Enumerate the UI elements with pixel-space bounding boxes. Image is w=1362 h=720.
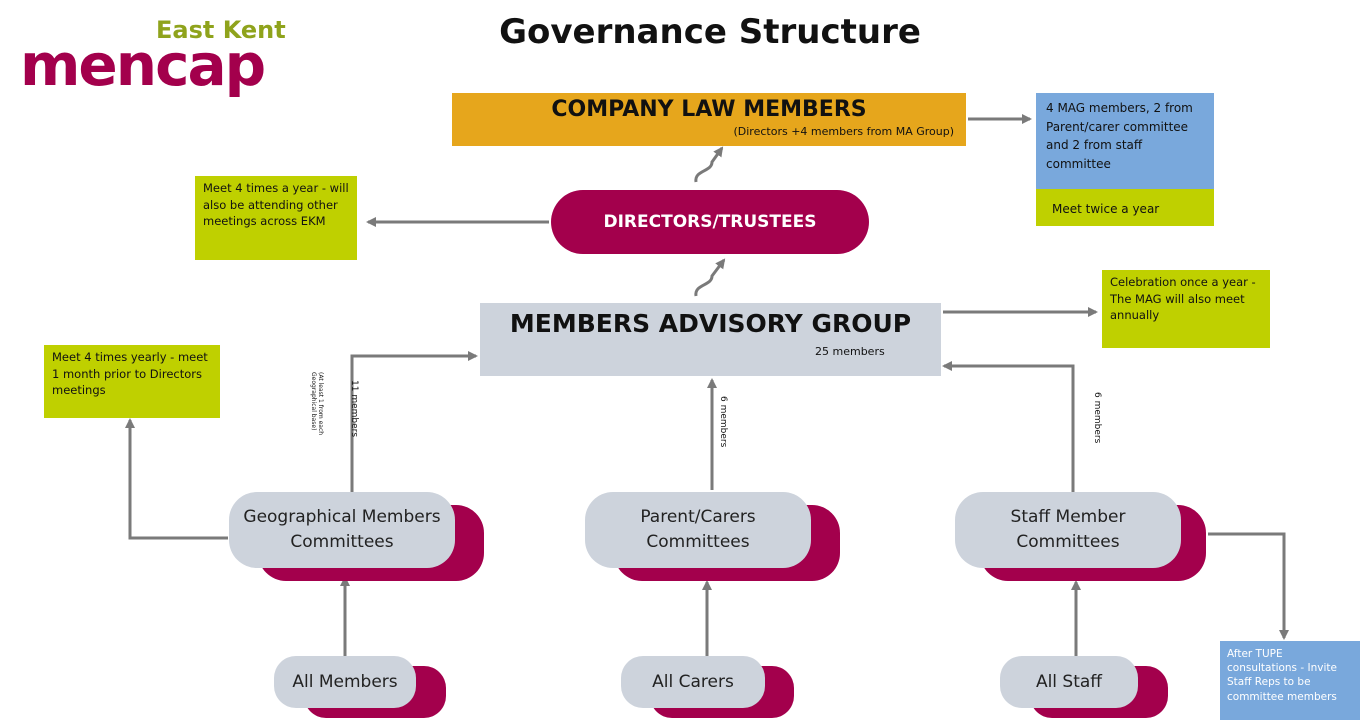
mag-composition-note: 4 MAG members, 2 from Parent/carer commi… (1036, 93, 1214, 189)
all-carers-pill: All Carers (621, 656, 765, 708)
squiggle-mag-to-directors (694, 258, 726, 297)
logo-brand: mencap (20, 31, 266, 99)
company-meet-note: Meet twice a year (1036, 189, 1214, 226)
parents-committee-pill: Parent/Carers Committees (585, 492, 811, 568)
staff-committee-pill: Staff Member Committees (955, 492, 1181, 568)
directors-trustees-pill: DIRECTORS/TRUSTEES (551, 190, 869, 254)
company-law-members-box: COMPANY LAW MEMBERS (Directors +4 member… (452, 93, 966, 146)
company-title: COMPANY LAW MEMBERS (551, 97, 867, 122)
geo-committee-pill: Geographical Members Committees (229, 492, 455, 568)
parents-count-label: 6 members (718, 396, 728, 448)
squiggle-directors-to-company (694, 146, 724, 183)
company-subtitle: (Directors +4 members from MA Group) (733, 125, 954, 138)
arrow-geo-to-note (125, 418, 228, 540)
all-members-pill: All Members (274, 656, 416, 708)
mag-count: 25 members (815, 345, 885, 358)
all-staff-pill: All Staff (1000, 656, 1138, 708)
arrow-staff-to-mag (942, 361, 1075, 492)
arrow-geo-to-mag (350, 351, 478, 492)
tupe-note: After TUPE consultations - Invite Staff … (1220, 641, 1360, 720)
geo-count-label: 11 members (349, 380, 359, 438)
geo-meet-note: Meet 4 times yearly - meet 1 month prior… (44, 345, 220, 418)
members-advisory-group-box: MEMBERS ADVISORY GROUP 25 members (480, 303, 941, 376)
page-title: Governance Structure (499, 12, 921, 52)
mag-title: MEMBERS ADVISORY GROUP (509, 309, 912, 338)
logo-region: East Kent (156, 16, 286, 44)
arrow-staff-to-tupe (1208, 532, 1289, 640)
directors-meet-note: Meet 4 times a year - will also be atten… (195, 176, 357, 260)
staff-count-label: 6 members (1092, 392, 1102, 444)
geo-note-label: (At least 1 from each Geographical base) (309, 372, 324, 436)
celebration-note: Celebration once a year - The MAG will a… (1102, 270, 1270, 348)
